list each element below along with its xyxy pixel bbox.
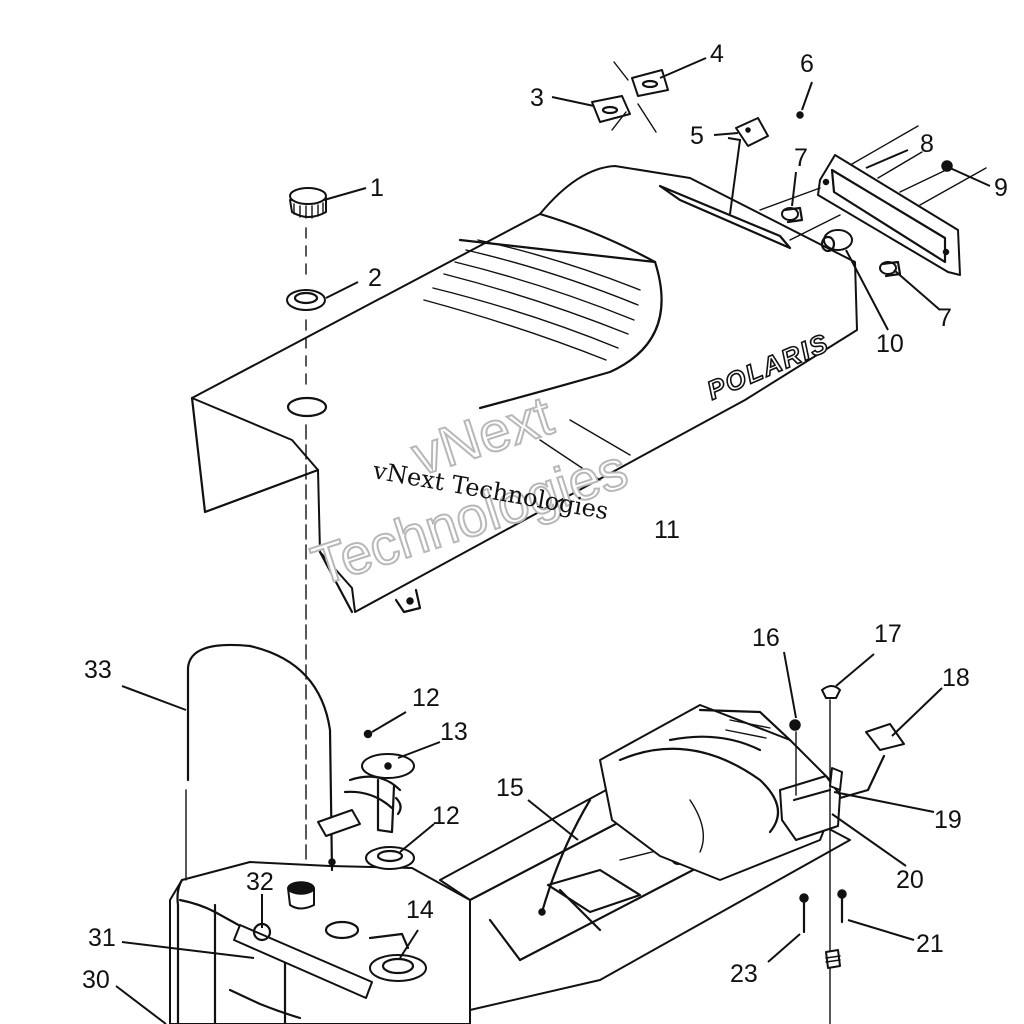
callout-6: 6 <box>800 50 814 78</box>
callout-12-lower: 12 <box>432 802 460 830</box>
callout-7-lower: 7 <box>938 304 952 332</box>
callout-33: 33 <box>84 656 112 684</box>
grommet-lower <box>879 260 902 278</box>
callout-7-upper: 7 <box>794 144 808 172</box>
pickup-assembly <box>317 729 415 870</box>
callout-20: 20 <box>896 866 924 894</box>
callout-10: 10 <box>876 330 904 358</box>
fuel-tank <box>169 861 471 1024</box>
bulb <box>820 229 853 253</box>
callout-21: 21 <box>916 930 944 958</box>
callout-31: 31 <box>88 924 116 952</box>
callout-5: 5 <box>690 122 704 150</box>
callout-16: 16 <box>752 624 780 652</box>
chassis <box>439 704 851 1011</box>
callout-labels: 1 2 3 4 5 6 7 8 9 10 7 11 12 13 12 14 15… <box>82 40 1008 994</box>
callout-12-upper: 12 <box>412 684 440 712</box>
callout-9: 9 <box>994 174 1008 202</box>
callout-13: 13 <box>440 718 468 746</box>
callout-23: 23 <box>730 960 758 988</box>
callout-30: 30 <box>82 966 110 994</box>
callout-19: 19 <box>934 806 962 834</box>
grommet-upper <box>781 206 804 224</box>
vent-tube <box>186 643 334 872</box>
cap-gasket <box>286 289 326 311</box>
taillight-assembly <box>759 125 987 278</box>
callout-14: 14 <box>406 896 434 924</box>
callout-8: 8 <box>920 130 934 158</box>
callout-11: 11 <box>654 516 680 544</box>
callout-32: 32 <box>246 868 274 896</box>
callout-18: 18 <box>942 664 970 692</box>
callout-3: 3 <box>530 84 544 112</box>
badge-parts <box>591 61 804 147</box>
callout-4: 4 <box>710 40 724 68</box>
fuel-cap <box>289 187 327 219</box>
leader-lines <box>115 57 991 1024</box>
callout-17: 17 <box>874 620 902 648</box>
callout-1: 1 <box>370 174 384 202</box>
callout-15: 15 <box>496 774 524 802</box>
callout-2: 2 <box>368 264 382 292</box>
